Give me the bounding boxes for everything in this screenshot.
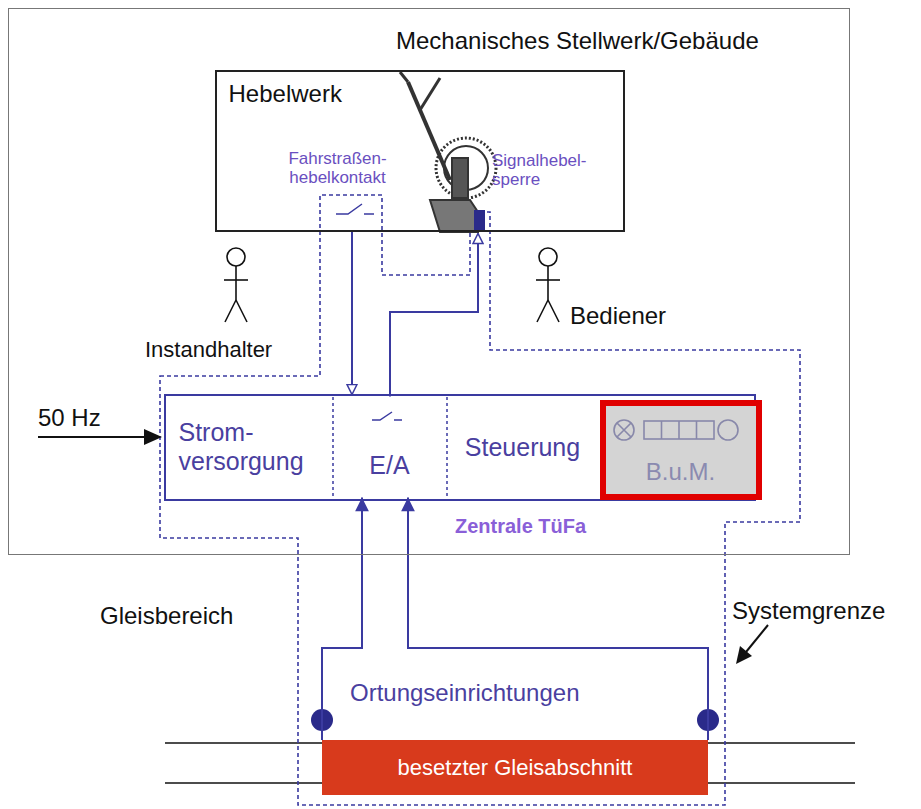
control-section: Steuerung bbox=[447, 397, 599, 498]
signal-connector bbox=[351, 232, 353, 395]
pointer-arrowhead bbox=[736, 646, 752, 664]
contact-label: Fahrstraßen- hebelkontakt bbox=[275, 150, 400, 187]
stick-figure bbox=[536, 248, 560, 322]
section-divider bbox=[332, 397, 334, 498]
node-label: B.u.M. bbox=[646, 458, 715, 486]
operator-panel: B.u.M. bbox=[600, 400, 762, 500]
system-title: Zentrale TüFa bbox=[455, 515, 586, 537]
lever-illustration bbox=[400, 72, 496, 232]
switch-symbol bbox=[372, 412, 402, 420]
supply-arrow bbox=[38, 436, 146, 438]
boundary-label: Systemgrenze bbox=[732, 598, 885, 624]
supply-label: 50 Hz bbox=[38, 405, 101, 431]
node-label: Steuerung bbox=[465, 433, 580, 462]
io-section: E/A bbox=[333, 397, 447, 498]
supply-arrowhead bbox=[144, 429, 162, 445]
node-label: Strom- versorgung bbox=[179, 418, 319, 476]
contact-symbol bbox=[336, 204, 374, 214]
section-divider bbox=[446, 397, 448, 498]
pointer-arrow bbox=[746, 625, 768, 652]
lever-lock-block bbox=[474, 210, 485, 232]
system-boundary bbox=[160, 195, 800, 805]
building-frame: Mechanisches Stellwerk/GebäudeHebelwerkS… bbox=[8, 8, 850, 555]
node-label: Mechanisches Stellwerk/Gebäude bbox=[396, 27, 759, 55]
signal-connector bbox=[390, 234, 478, 397]
node-label: E/A bbox=[369, 451, 409, 480]
role-label: Instandhalter bbox=[145, 338, 272, 362]
power-section: Strom- versorgung bbox=[167, 397, 333, 498]
lock-label: Signalhebel- sperre bbox=[492, 152, 607, 189]
track-section: besetzter Gleisabschnitt bbox=[322, 740, 708, 795]
lever-frame: Hebelwerk bbox=[215, 70, 625, 232]
node-label: besetzter Gleisabschnitt bbox=[398, 755, 633, 781]
stick-figure bbox=[224, 248, 248, 322]
detection-label: Ortungseinrichtungen bbox=[350, 680, 579, 706]
indicator-symbols bbox=[608, 412, 758, 452]
node-label: Hebelwerk bbox=[229, 80, 342, 108]
area-label: Gleisbereich bbox=[100, 603, 233, 629]
role-label: Bediener bbox=[570, 303, 666, 329]
